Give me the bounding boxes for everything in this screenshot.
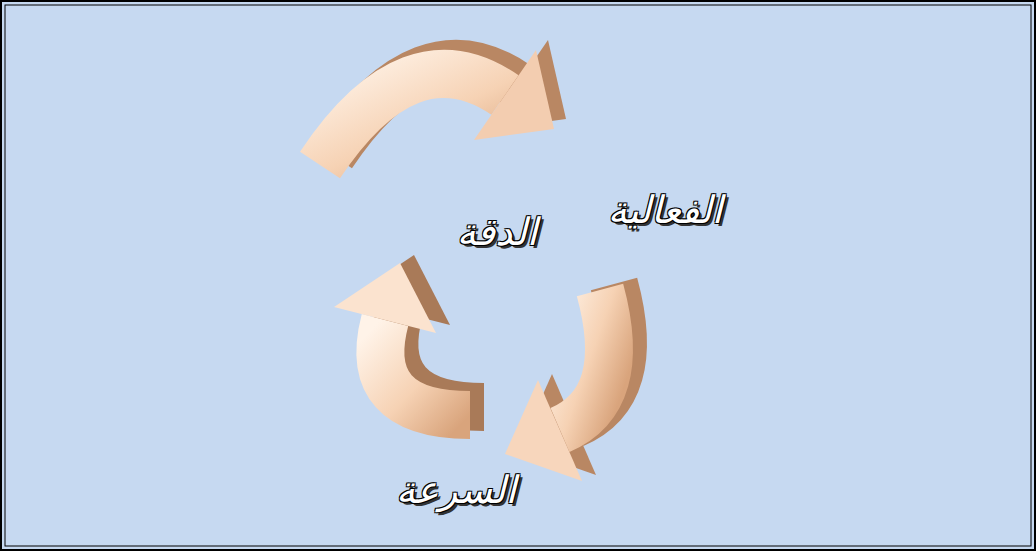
arrow-head	[334, 263, 436, 333]
left-arrow	[334, 255, 484, 415]
arrow-body	[560, 290, 609, 430]
arrow-body	[320, 74, 505, 165]
arrow-head	[505, 380, 582, 481]
right-arrow	[505, 284, 623, 481]
arrow-body	[380, 320, 470, 415]
cycle-label: السرعة	[396, 468, 516, 512]
cycle-label: الدقة	[457, 210, 538, 254]
cycle-label: الفعالية	[608, 188, 723, 232]
arrow-head	[474, 50, 554, 140]
top-arrow	[320, 40, 566, 165]
inner-frame	[5, 5, 1031, 546]
